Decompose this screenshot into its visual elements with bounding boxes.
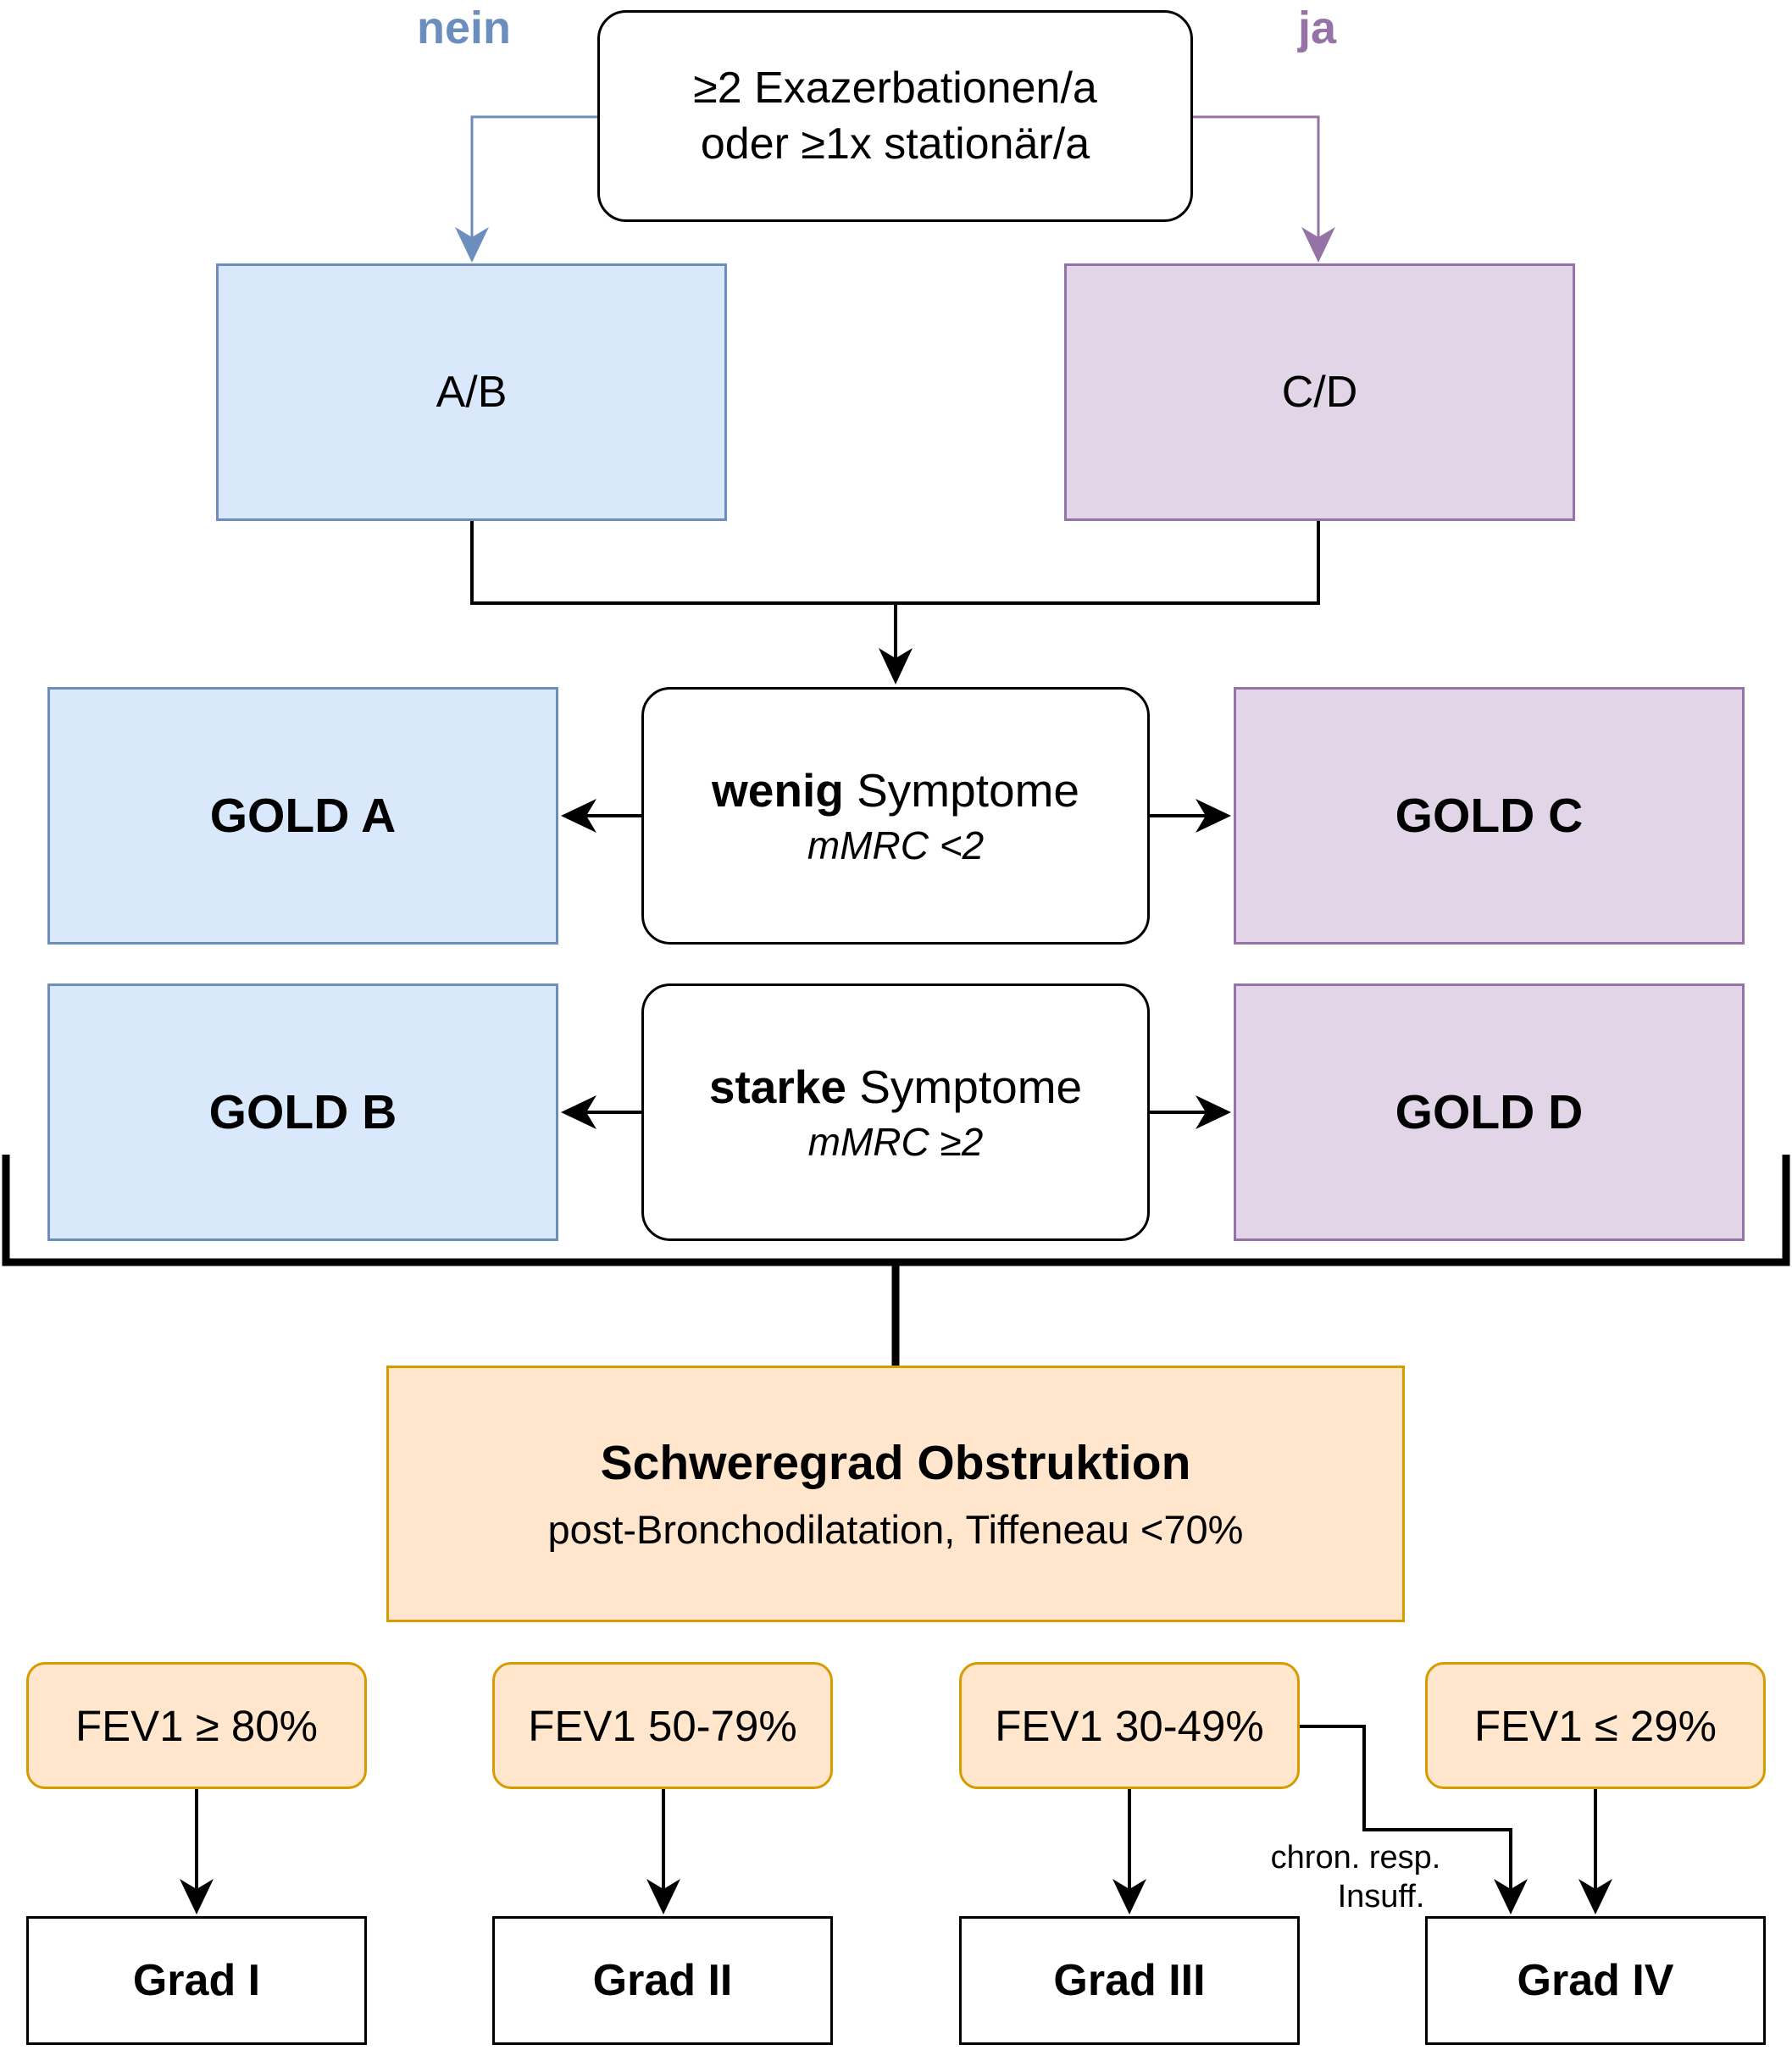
symptoms-high: starke Symptome mMRC ≥2 [641, 983, 1150, 1241]
grade-label-2: Grad II [592, 1956, 733, 2005]
group-ab: A/B [216, 263, 727, 521]
symptoms-low-bold: wenig [712, 764, 844, 817]
gold-a-label: GOLD A [209, 789, 397, 843]
branch-label-nein: nein [417, 3, 512, 53]
gold-d: GOLD D [1234, 983, 1745, 1241]
obstruction-subtitle: post-Bronchodilatation, Tiffeneau <70% [547, 1507, 1244, 1552]
gold-c-label: GOLD C [1395, 789, 1584, 843]
fev1-label-2: FEV1 50-79% [528, 1701, 797, 1750]
arrow-ja [1193, 115, 1320, 254]
insufficiency-note-line-2: Insuff. [1337, 1879, 1425, 1914]
gold-c: GOLD C [1234, 687, 1745, 945]
merge-connector [470, 521, 1320, 605]
branch-label-ja: ja [1298, 3, 1337, 53]
symptoms-high-bold: starke [708, 1061, 846, 1113]
exacerbation-question: ≥2 Exazerbationen/a oder ≥1x stationär/a [597, 10, 1193, 222]
fev1-box-1: FEV1 ≥ 80% [26, 1662, 367, 1789]
insufficiency-note-line-1: chron. resp. [1270, 1840, 1441, 1875]
fev1-label-4: FEV1 ≤ 29% [1474, 1701, 1717, 1750]
grade-label-4: Grad IV [1517, 1956, 1674, 2005]
grade-box-3: Grad III [959, 1916, 1300, 2045]
gold-b: GOLD B [47, 983, 558, 1241]
arrow-nein [470, 115, 597, 254]
symptoms-low-text: Symptome [843, 764, 1079, 817]
obstruction-title: Schweregrad Obstruktion [600, 1436, 1191, 1490]
gold-d-label: GOLD D [1395, 1085, 1584, 1139]
gold-a: GOLD A [47, 687, 558, 945]
grade-label-1: Grad I [132, 1956, 261, 2005]
symptoms-high-criterion: mMRC ≥2 [807, 1120, 984, 1164]
fev1-label-1: FEV1 ≥ 80% [75, 1701, 318, 1750]
group-cd-label: C/D [1281, 368, 1358, 417]
symptoms-low: wenig Symptome mMRC <2 [641, 687, 1150, 945]
grade-box-2: Grad II [492, 1916, 833, 2045]
symptoms-high-text: Symptome [846, 1061, 1083, 1113]
fev1-label-3: FEV1 30-49% [995, 1701, 1264, 1750]
question-line-1: ≥2 Exazerbationen/a [693, 64, 1097, 113]
group-cd: C/D [1064, 263, 1575, 521]
fev1-box-4: FEV1 ≤ 29% [1425, 1662, 1766, 1789]
question-line-2: oder ≥1x stationär/a [700, 119, 1090, 169]
fev1-box-3: FEV1 30-49% [959, 1662, 1300, 1789]
insufficiency-note: chron. resp. Insuff. [1237, 1838, 1474, 1916]
symptoms-low-criterion: mMRC <2 [807, 823, 985, 867]
grade-box-4: Grad IV [1425, 1916, 1766, 2045]
grade-label-3: Grad III [1053, 1956, 1206, 2005]
obstruction-severity: Schweregrad Obstruktion post-Bronchodila… [386, 1366, 1405, 1622]
fev1-box-2: FEV1 50-79% [492, 1662, 833, 1789]
group-ab-label: A/B [436, 368, 508, 417]
grade-box-1: Grad I [26, 1916, 367, 2045]
insufficiency-connector [1300, 1725, 1512, 1902]
gold-b-label: GOLD B [208, 1085, 397, 1139]
